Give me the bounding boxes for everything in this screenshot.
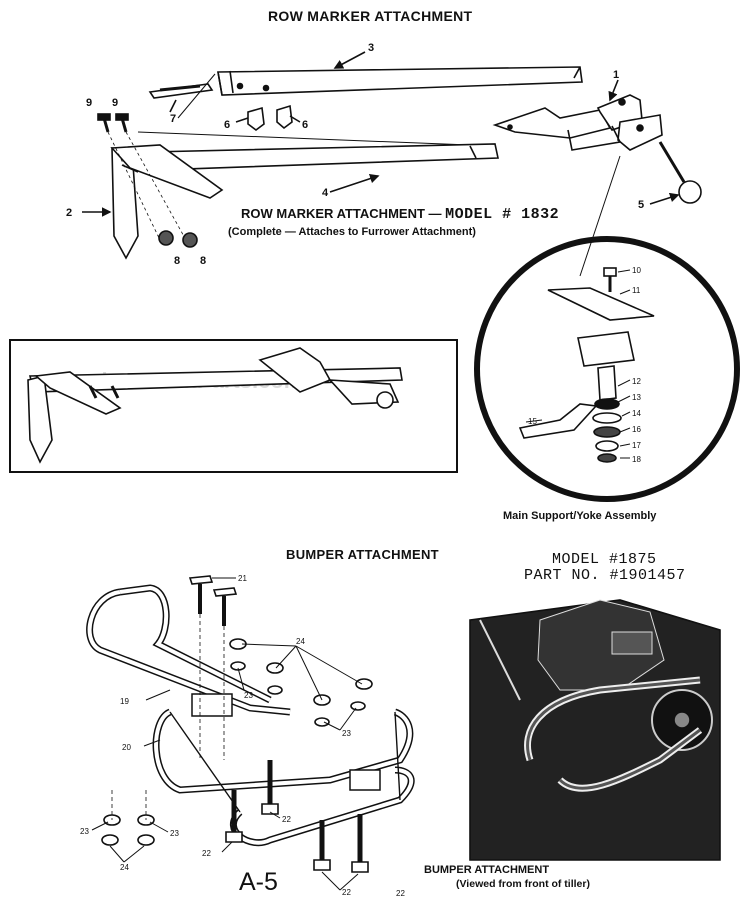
hex-bolt-part-22	[225, 760, 369, 873]
callout-bumper-23c: 23	[80, 827, 89, 836]
callout-row-marker-4: 4	[322, 187, 329, 199]
yoke-assembly-caption: Main Support/Yoke Assembly	[503, 510, 657, 522]
row-marker-caption-prefix: ROW MARKER ATTACHMENT —	[241, 206, 446, 221]
row-marker-title: ROW MARKER ATTACHMENT	[268, 8, 473, 24]
callout-row-marker-6b: 6	[302, 119, 308, 131]
callout-bumper-22b: 22	[202, 849, 211, 858]
upper-bumper-part-19	[86, 584, 291, 717]
bumper-title: BUMPER ATTACHMENT	[286, 547, 439, 562]
callout-yoke-16: 16	[632, 425, 641, 434]
callout-bumper-24b: 24	[120, 863, 129, 872]
callout-bumper-20: 20	[122, 743, 131, 752]
callout-row-marker-9b: 9	[112, 97, 118, 109]
callout-row-marker-7: 7	[170, 113, 176, 125]
bumper-photo-subtitle: (Viewed from front of tiller)	[456, 878, 590, 890]
hitch-pin-part-5	[658, 141, 702, 204]
callout-row-marker-9a: 9	[86, 97, 92, 109]
assembled-view-box	[9, 339, 458, 473]
callout-bumper-19: 19	[120, 697, 129, 706]
yoke-detail-circle	[474, 155, 740, 502]
callout-row-marker-8a: 8	[174, 255, 180, 267]
page-label: A-5	[239, 868, 278, 896]
clip-part-7	[148, 83, 214, 99]
bolt-part-6	[247, 104, 293, 131]
tiller-bumper-photo	[469, 599, 721, 861]
callout-yoke-14: 14	[632, 409, 641, 418]
callout-bumper-23b: 23	[342, 729, 351, 738]
bumper-model: MODEL #1875	[552, 551, 657, 568]
callout-yoke-18: 18	[632, 455, 641, 464]
callout-bumper-23d: 23	[170, 829, 179, 838]
callout-yoke-11: 11	[632, 286, 641, 295]
carriage-bolt-part-21	[188, 575, 238, 760]
callout-yoke-17: 17	[632, 441, 641, 450]
callout-bumper-24a: 24	[296, 637, 305, 646]
callout-bumper-21: 21	[238, 574, 247, 583]
bumper-part-number: PART NO. #1901457	[524, 567, 686, 584]
callout-bumper-22c: 22	[342, 888, 351, 897]
callout-yoke-10: 10	[632, 266, 641, 275]
callout-bumper-23a: 23	[244, 691, 253, 700]
callout-bumper-22d: 22	[396, 889, 405, 898]
row-marker-caption-sub: (Complete — Attaches to Furrower Attachm…	[228, 226, 476, 238]
callout-row-marker-5: 5	[638, 199, 644, 211]
callout-bumper-22a: 22	[282, 815, 291, 824]
washers-and-nuts-parts-23-24	[101, 638, 373, 846]
row-marker-caption: ROW MARKER ATTACHMENT — MODEL # 1832	[241, 206, 559, 223]
callout-row-marker-1: 1	[613, 69, 619, 81]
bumper-photo-title: BUMPER ATTACHMENT	[424, 864, 550, 876]
row-marker-model-number: MODEL # 1832	[445, 206, 560, 223]
callout-row-marker-2: 2	[66, 207, 72, 219]
upper-tube-part-3	[217, 66, 583, 96]
callout-yoke-13: 13	[632, 393, 641, 402]
callout-yoke-12: 12	[632, 377, 641, 386]
callout-row-marker-3: 3	[368, 42, 374, 54]
callout-row-marker-8b: 8	[200, 255, 206, 267]
yoke-bracket-part-1	[492, 94, 663, 151]
callout-row-marker-6a: 6	[224, 119, 230, 131]
lower-bar-part-4	[148, 143, 499, 171]
callout-yoke-15: 15	[528, 417, 537, 426]
marker-blade-part-2	[110, 144, 224, 260]
